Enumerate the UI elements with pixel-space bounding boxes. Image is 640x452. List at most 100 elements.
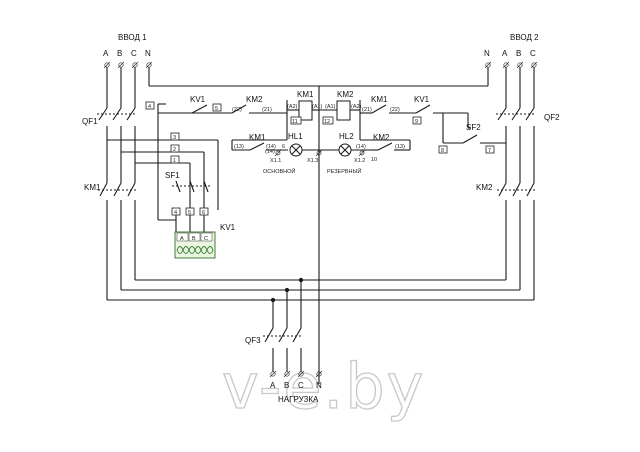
watermark: v-e.by xyxy=(222,350,425,423)
load-phase-a: A xyxy=(270,381,276,390)
input1-phase-c: C xyxy=(131,49,137,58)
km1-pin-a1: (A1) xyxy=(312,104,323,110)
input2-phase-c: C xyxy=(530,49,536,58)
load-phase-b: B xyxy=(284,381,289,390)
svg-text:12: 12 xyxy=(324,119,330,125)
input1-phase-n: N xyxy=(145,49,151,58)
lamp-rung-right xyxy=(370,140,411,151)
hl1-pin-14: (14) xyxy=(265,149,275,155)
wire-tag-1: 1 xyxy=(170,155,180,164)
svg-text:6: 6 xyxy=(202,210,205,216)
control-rung-top xyxy=(158,100,288,141)
input1-terminals xyxy=(103,61,153,69)
svg-text:5: 5 xyxy=(188,210,191,216)
qf3-breaker xyxy=(263,327,303,372)
input2-terminals xyxy=(484,61,538,69)
km1-main-contacts xyxy=(98,182,137,300)
wire-tag-9: 9 xyxy=(412,116,422,125)
svg-text:4: 4 xyxy=(174,210,177,216)
control-feed-left xyxy=(157,103,230,221)
control-rung-right xyxy=(359,100,469,141)
km1-pin-a2: (A2) xyxy=(287,104,298,110)
svg-text:9: 9 xyxy=(415,119,418,125)
x1-2-label: X1.2 xyxy=(354,158,365,164)
svg-text:4: 4 xyxy=(148,104,151,110)
km1-nc-right-label: KM1 xyxy=(371,95,388,104)
hl1-label: HL1 xyxy=(288,132,303,141)
km1-no-label: KM1 xyxy=(249,133,266,142)
svg-text:11: 11 xyxy=(292,119,298,125)
kv1-contact-right-label: KV1 xyxy=(414,95,430,104)
qf2-breaker xyxy=(496,67,536,183)
svg-text:5: 5 xyxy=(215,106,218,112)
input1-title: ВВОД 1 xyxy=(118,33,147,42)
input2-phase-b: B xyxy=(516,49,521,58)
wire-tag-4: 4 xyxy=(171,207,181,216)
caption-reserve: РЕЗЕРВНЫЙ xyxy=(327,167,361,175)
hl2-label: HL2 xyxy=(339,132,354,141)
kv1-phase-a: A xyxy=(180,236,184,242)
input2-phase-a: A xyxy=(502,49,508,58)
wire-tag-5b: 5 xyxy=(212,103,222,112)
sf1-breaker xyxy=(172,180,210,193)
pin-21-right: (21) xyxy=(362,107,372,113)
wire-10-label: 10 xyxy=(371,157,377,163)
load-phase-c: C xyxy=(298,381,304,390)
sf1-taps xyxy=(107,139,219,210)
lamp-rung-left xyxy=(231,140,288,151)
qf3-label: QF3 xyxy=(245,336,261,345)
pin-22-right: (22) xyxy=(390,107,400,113)
qf1-breaker xyxy=(97,67,137,183)
sf2-circuit xyxy=(442,113,506,144)
input2-phase-n: N xyxy=(484,49,490,58)
input1-phase-b: B xyxy=(117,49,122,58)
km2-nc-left-label: KM2 xyxy=(246,95,263,104)
svg-text:7: 7 xyxy=(488,148,491,154)
kv1-module-label: KV1 xyxy=(220,223,236,232)
input1-phase-a: A xyxy=(103,49,109,58)
load-title: НАГРУЗКА xyxy=(278,395,319,404)
km2-coil-label: KM2 xyxy=(337,90,354,99)
x1-2-terminal xyxy=(358,149,366,157)
wire-tag-8: 8 xyxy=(438,145,448,154)
wire-tag-7: 7 xyxy=(485,145,495,154)
km2-coil xyxy=(319,100,360,121)
x1-1-terminal xyxy=(274,149,282,157)
load-phase-n: N xyxy=(316,381,322,390)
x1-3-label: X1.3 xyxy=(307,158,318,164)
km2-main-label: KM2 xyxy=(476,183,493,192)
km1-coil-label: KM1 xyxy=(297,90,314,99)
svg-text:1: 1 xyxy=(173,158,176,164)
input2-title: ВВОД 2 xyxy=(510,33,539,42)
wire-tag-12: 12 xyxy=(322,116,334,125)
kv1-contact-left-label: KV1 xyxy=(190,95,206,104)
hl2-lamp xyxy=(319,143,370,157)
wire-tag-5: 5 xyxy=(185,207,195,216)
km2-no-label: KM2 xyxy=(373,133,390,142)
hl1-lamp xyxy=(289,143,319,157)
hl1-wire-6: 6 xyxy=(282,144,285,150)
sf1-label: SF1 xyxy=(165,171,180,180)
km1-main-label: KM1 xyxy=(84,183,101,192)
qf2-label: QF2 xyxy=(544,113,560,122)
pin-13-right: (13) xyxy=(395,144,405,150)
pin-13-left: (13) xyxy=(234,144,244,150)
pin-21-left: (21) xyxy=(262,107,272,113)
svg-text:2: 2 xyxy=(173,147,176,153)
hl2-pin-14: (14) xyxy=(356,144,366,150)
svg-text:8: 8 xyxy=(441,148,444,154)
wire-tag-6: 6 xyxy=(199,207,209,216)
wire-tag-3: 3 xyxy=(170,132,180,141)
x1-3-terminal xyxy=(315,149,323,157)
x1-1-label: X1.1 xyxy=(270,158,281,164)
neutral-bus xyxy=(148,67,489,384)
kv1-relay-module: A B C xyxy=(174,215,216,259)
kv1-phase-b: B xyxy=(192,236,196,242)
qf1-label: QF1 xyxy=(82,117,98,126)
caption-main: ОСНОВНОЙ xyxy=(263,167,295,175)
km1-coil xyxy=(287,100,319,121)
wire-tag-11: 11 xyxy=(290,116,302,125)
output-buses xyxy=(107,277,534,328)
wire-tag-2: 2 xyxy=(170,144,180,153)
